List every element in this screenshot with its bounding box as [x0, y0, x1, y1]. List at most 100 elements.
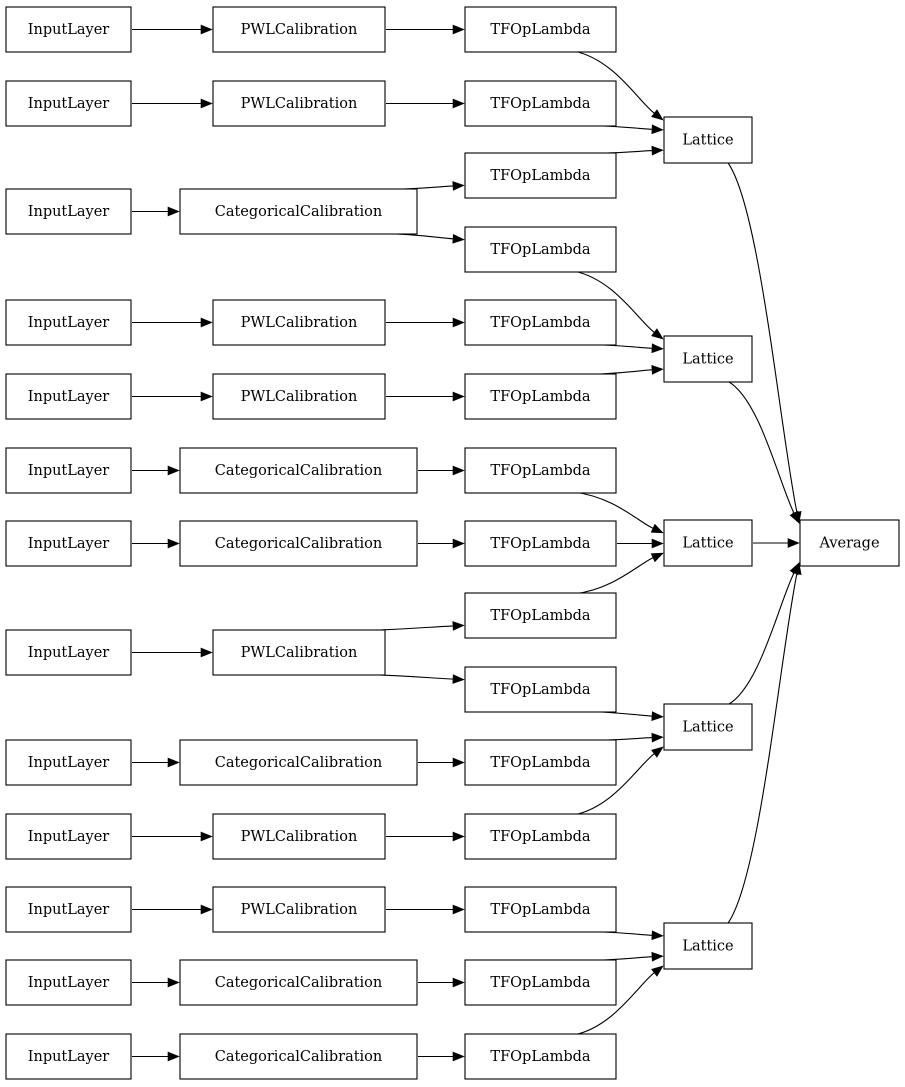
- edge-arrowhead: [650, 523, 664, 534]
- node-lat1-lattice[interactable]: Lattice: [663, 116, 753, 164]
- node-in9-inputlayer[interactable]: InputLayer: [5, 739, 132, 786]
- node-box[interactable]: [5, 6, 132, 53]
- node-box[interactable]: [464, 886, 617, 933]
- node-box[interactable]: [464, 447, 617, 494]
- node-cal1-pwlcalibration[interactable]: PWLCalibration: [212, 6, 386, 53]
- node-cal3-categoricalcalibration[interactable]: CategoricalCalibration: [179, 188, 418, 235]
- edge-arrowhead: [452, 757, 465, 768]
- node-op13-tfoplambda[interactable]: TFOpLambda: [464, 886, 617, 933]
- node-box[interactable]: [464, 959, 617, 1006]
- node-box[interactable]: [663, 519, 753, 567]
- node-box[interactable]: [179, 739, 418, 786]
- node-in10-inputlayer[interactable]: InputLayer: [5, 813, 132, 860]
- node-op8-tfoplambda[interactable]: TFOpLambda: [464, 520, 617, 567]
- node-lat3-lattice[interactable]: Lattice: [663, 519, 753, 567]
- node-box[interactable]: [464, 520, 617, 567]
- node-box[interactable]: [212, 299, 386, 346]
- node-box[interactable]: [464, 813, 617, 860]
- node-cal10-pwlcalibration[interactable]: PWLCalibration: [212, 813, 386, 860]
- node-op7-tfoplambda[interactable]: TFOpLambda: [464, 447, 617, 494]
- node-in1-inputlayer[interactable]: InputLayer: [5, 6, 132, 53]
- node-box[interactable]: [212, 813, 386, 860]
- node-cal2-pwlcalibration[interactable]: PWLCalibration: [212, 80, 386, 127]
- node-box[interactable]: [5, 520, 132, 567]
- node-box[interactable]: [799, 519, 900, 567]
- node-in5-inputlayer[interactable]: InputLayer: [5, 373, 132, 420]
- node-box[interactable]: [5, 188, 132, 235]
- node-box[interactable]: [5, 447, 132, 494]
- node-box[interactable]: [179, 1033, 418, 1080]
- node-in12-inputlayer[interactable]: InputLayer: [5, 959, 132, 1006]
- edge-inputlayer-to-pwlcalibration: [132, 98, 213, 109]
- node-box[interactable]: [663, 922, 753, 970]
- node-op14-tfoplambda[interactable]: TFOpLambda: [464, 959, 617, 1006]
- node-lat2-lattice[interactable]: Lattice: [663, 335, 753, 383]
- node-box[interactable]: [5, 80, 132, 127]
- node-op12-tfoplambda[interactable]: TFOpLambda: [464, 813, 617, 860]
- node-box[interactable]: [212, 80, 386, 127]
- node-box[interactable]: [464, 80, 617, 127]
- node-box[interactable]: [464, 226, 617, 273]
- node-box[interactable]: [5, 373, 132, 420]
- node-box[interactable]: [5, 739, 132, 786]
- node-op5-tfoplambda[interactable]: TFOpLambda: [464, 299, 617, 346]
- node-box[interactable]: [464, 152, 617, 199]
- node-box[interactable]: [5, 1033, 132, 1080]
- node-cal7-categoricalcalibration[interactable]: CategoricalCalibration: [179, 520, 418, 567]
- node-cal12-categoricalcalibration[interactable]: CategoricalCalibration: [179, 959, 418, 1006]
- node-box[interactable]: [179, 959, 418, 1006]
- node-box[interactable]: [179, 188, 418, 235]
- node-in6-inputlayer[interactable]: InputLayer: [5, 447, 132, 494]
- node-in11-inputlayer[interactable]: InputLayer: [5, 886, 132, 933]
- node-cal5-pwlcalibration[interactable]: PWLCalibration: [212, 373, 386, 420]
- node-box[interactable]: [212, 6, 386, 53]
- node-box[interactable]: [5, 813, 132, 860]
- node-box[interactable]: [464, 592, 617, 639]
- edge-line: [726, 573, 798, 925]
- node-box[interactable]: [464, 6, 617, 53]
- node-box[interactable]: [5, 959, 132, 1006]
- node-cal6-categoricalcalibration[interactable]: CategoricalCalibration: [179, 447, 418, 494]
- node-in13-inputlayer[interactable]: InputLayer: [5, 1033, 132, 1080]
- node-box[interactable]: [179, 520, 418, 567]
- node-box[interactable]: [663, 335, 753, 383]
- node-op6-tfoplambda[interactable]: TFOpLambda: [464, 373, 617, 420]
- node-op11-tfoplambda[interactable]: TFOpLambda: [464, 739, 617, 786]
- node-op10-tfoplambda[interactable]: TFOpLambda: [464, 666, 617, 713]
- node-avg-average[interactable]: Average: [799, 519, 900, 567]
- node-cal4-pwlcalibration[interactable]: PWLCalibration: [212, 299, 386, 346]
- node-op2-tfoplambda[interactable]: TFOpLambda: [464, 80, 617, 127]
- node-cal8-pwlcalibration[interactable]: PWLCalibration: [212, 629, 386, 676]
- node-op1-tfoplambda[interactable]: TFOpLambda: [464, 6, 617, 53]
- node-in3-inputlayer[interactable]: InputLayer: [5, 188, 132, 235]
- node-box[interactable]: [464, 739, 617, 786]
- node-op3-tfoplambda[interactable]: TFOpLambda: [464, 152, 617, 199]
- node-box[interactable]: [464, 666, 617, 713]
- edge-arrowhead: [651, 711, 664, 721]
- node-op4-tfoplambda[interactable]: TFOpLambda: [464, 226, 617, 273]
- node-cal11-pwlcalibration[interactable]: PWLCalibration: [212, 886, 386, 933]
- node-box[interactable]: [5, 886, 132, 933]
- node-in7-inputlayer[interactable]: InputLayer: [5, 520, 132, 567]
- node-box[interactable]: [212, 373, 386, 420]
- node-cal9-categoricalcalibration[interactable]: CategoricalCalibration: [179, 739, 418, 786]
- node-box[interactable]: [5, 299, 132, 346]
- node-op9-tfoplambda[interactable]: TFOpLambda: [464, 592, 617, 639]
- node-box[interactable]: [5, 629, 132, 676]
- node-box[interactable]: [212, 886, 386, 933]
- node-box[interactable]: [663, 703, 753, 751]
- node-box[interactable]: [464, 299, 617, 346]
- node-op15-tfoplambda[interactable]: TFOpLambda: [464, 1033, 617, 1080]
- node-lat5-lattice[interactable]: Lattice: [663, 922, 753, 970]
- node-box[interactable]: [464, 373, 617, 420]
- node-cal13-categoricalcalibration[interactable]: CategoricalCalibration: [179, 1033, 418, 1080]
- node-box[interactable]: [179, 447, 418, 494]
- node-box[interactable]: [663, 116, 753, 164]
- node-in4-inputlayer[interactable]: InputLayer: [5, 299, 132, 346]
- node-box[interactable]: [464, 1033, 617, 1080]
- node-in8-inputlayer[interactable]: InputLayer: [5, 629, 132, 676]
- node-lat4-lattice[interactable]: Lattice: [663, 703, 753, 751]
- node-in2-inputlayer[interactable]: InputLayer: [5, 80, 132, 127]
- node-box[interactable]: [212, 629, 386, 676]
